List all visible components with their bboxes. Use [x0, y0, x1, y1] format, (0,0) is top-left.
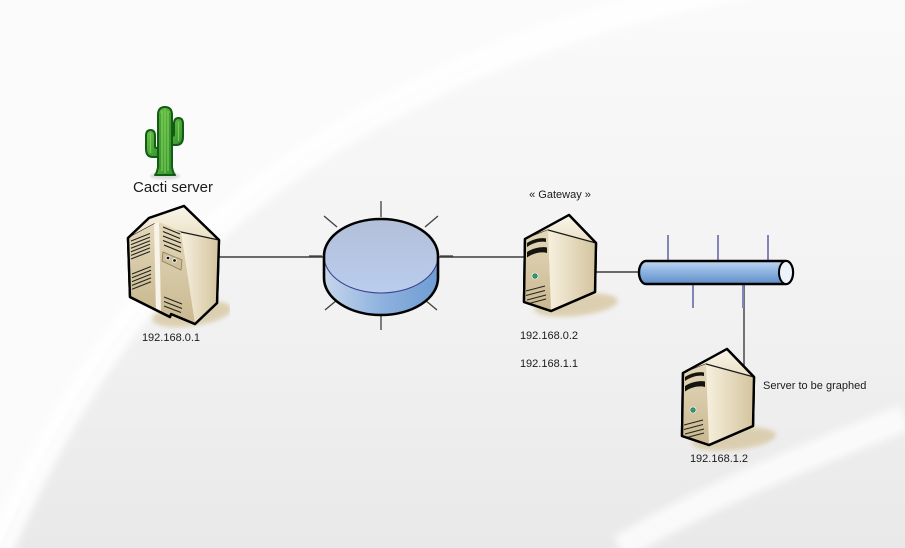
gateway-ip-labels: 192.168.0.2 192.168.1.1	[494, 315, 604, 385]
router-spokes	[309, 201, 453, 330]
gateway-ip-lan: 192.168.1.1	[519, 358, 579, 370]
tower-server-icon	[516, 210, 622, 322]
cacti-server-node	[118, 200, 230, 334]
gateway-node	[516, 210, 622, 322]
cactus-icon	[145, 106, 184, 180]
ethernet-bus-node	[630, 225, 810, 315]
graphed-server-label: Server to be graphed	[763, 380, 867, 392]
graphed-server-node	[674, 344, 780, 456]
tower-server-icon	[674, 344, 780, 456]
gateway-label: « Gateway »	[529, 189, 591, 201]
gateway-ip-wan: 192.168.0.2	[519, 330, 579, 342]
router-node	[307, 193, 455, 338]
cacti-logo	[140, 103, 190, 183]
cacti-server-label: Cacti server	[132, 179, 214, 196]
ethernet-bus-icon	[637, 235, 795, 308]
bus-stubs	[667, 235, 769, 308]
cacti-server-ip: 192.168.0.1	[141, 332, 201, 344]
router-disc-icon	[309, 201, 453, 330]
graphed-server-ip: 192.168.1.2	[689, 453, 749, 465]
dual-tower-server-icon	[126, 204, 230, 328]
